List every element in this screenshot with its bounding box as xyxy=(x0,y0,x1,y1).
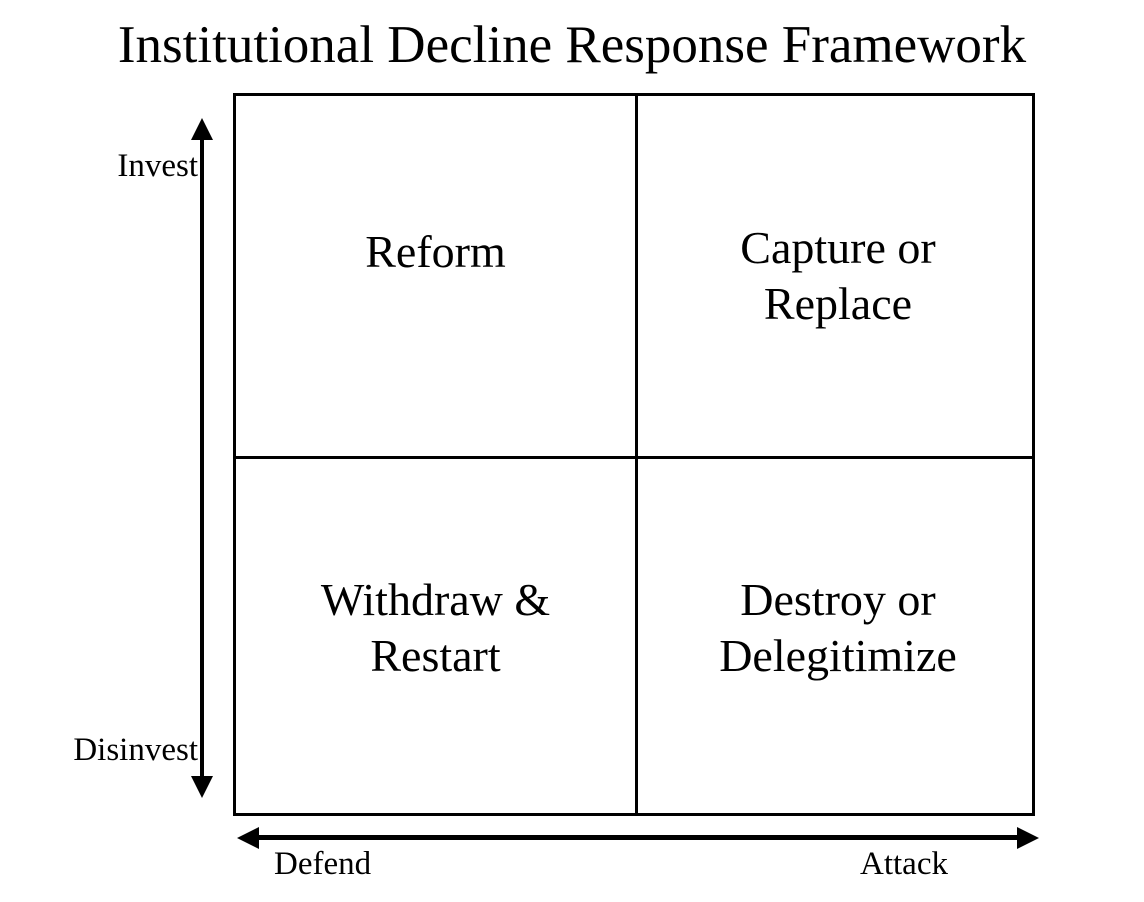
arrow-right-icon xyxy=(1017,827,1039,849)
quadrant-label-line: Reform xyxy=(365,226,506,277)
quadrant-top-right[interactable]: Capture or Replace xyxy=(638,96,1038,456)
investment-axis-arrow xyxy=(188,118,216,798)
vertical-divider xyxy=(635,96,638,813)
arrow-down-icon xyxy=(191,776,213,798)
quadrant-label-line: Destroy or xyxy=(740,574,936,625)
quadrant-label-line: Replace xyxy=(763,278,913,329)
axis-label-defend: Defend xyxy=(274,846,372,882)
quadrant-matrix: Reform Capture or Replace Withdraw & Res… xyxy=(233,93,1035,816)
axis-shaft xyxy=(248,835,1028,840)
quadrant-label-line: Delegitimize xyxy=(719,630,957,681)
quadrant-label-line: Capture or xyxy=(740,222,936,273)
horizontal-divider xyxy=(236,456,1032,459)
quadrant-label-line: Withdraw & xyxy=(320,574,551,625)
axis-shaft xyxy=(200,129,204,787)
quadrant-top-left[interactable]: Reform xyxy=(236,96,635,456)
axis-label-invest: Invest xyxy=(117,148,198,184)
stance-axis-arrow xyxy=(237,826,1039,852)
quadrant-bottom-left[interactable]: Withdraw & Restart xyxy=(236,459,635,819)
quadrant-label-line: Restart xyxy=(370,630,501,681)
arrow-up-icon xyxy=(191,118,213,140)
axis-label-disinvest: Disinvest xyxy=(73,732,198,768)
axis-label-attack: Attack xyxy=(860,846,948,882)
arrow-left-icon xyxy=(237,827,259,849)
quadrant-bottom-right[interactable]: Destroy or Delegitimize xyxy=(638,459,1038,819)
page-title: Institutional Decline Response Framework xyxy=(117,16,1027,74)
